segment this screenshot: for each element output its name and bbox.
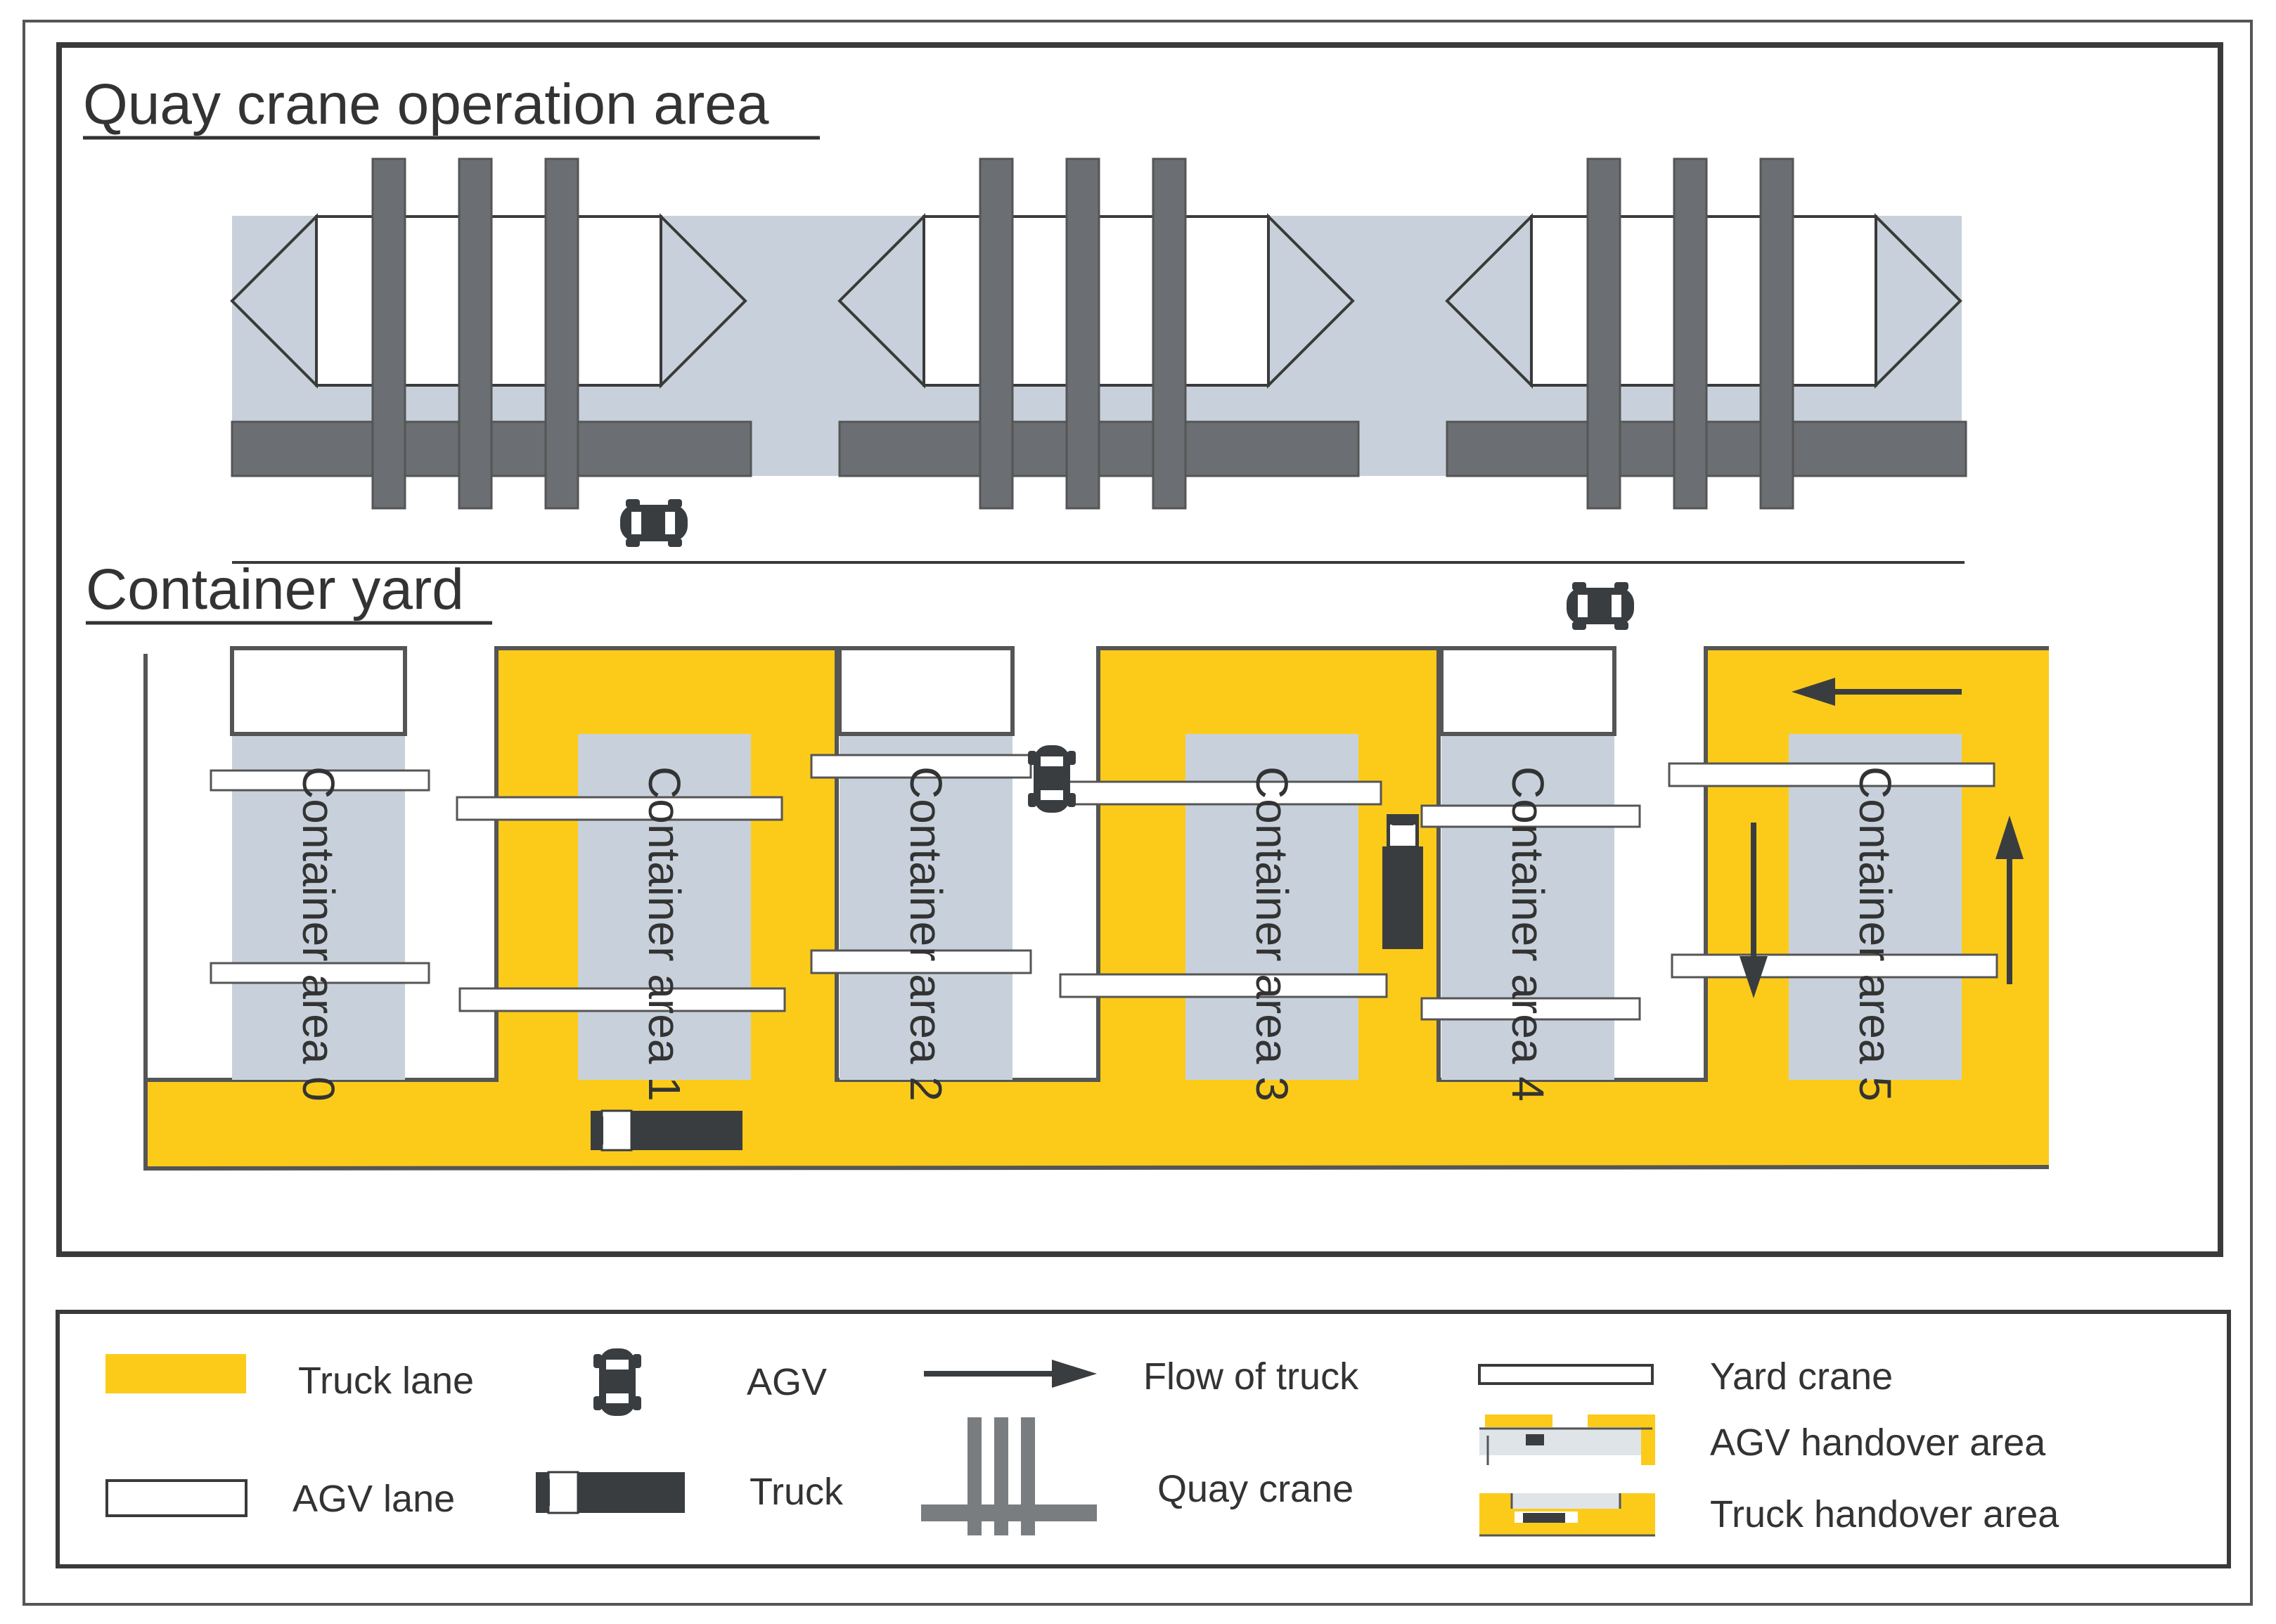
main-panel [56,42,2223,1257]
container-blocks [232,734,1962,1080]
legend-yard-crane-icon [1478,1364,1654,1385]
flow-arrows [1740,678,2024,998]
legend-agv-icon [593,1348,641,1416]
truck-lane-bottom [146,1080,2049,1167]
handover-areas [230,646,1616,736]
agv-handover-area-0 [230,646,407,736]
legend-truck-handover-label: Truck handover area [1710,1493,2059,1535]
yard-outline [143,654,2050,1171]
container-yard-title: Container yard [86,558,464,621]
container-block-2 [840,734,1012,1080]
legend-yard-crane-label: Yard crane [1710,1355,1893,1398]
container-area-3-label: Container area 3 [1247,766,1297,1102]
container-yard: Container area 0 Container area 1 Contai… [143,582,2050,1171]
legend-quay-crane-icon [921,1417,1097,1535]
legend-quay-crane-label: Quay crane [1157,1468,1354,1510]
legend: Truck lane AGV lane AGV Truck Flow of tr… [56,1310,2231,1568]
container-area-5-label: Container area 5 [1850,766,1901,1102]
agv-handover-area-4 [1439,646,1616,736]
yard-cranes [210,754,1998,1021]
container-area-4-label: Container area 4 [1503,766,1553,1102]
legend-agv-lane-swatch [105,1479,247,1517]
container-block-4 [1441,734,1614,1080]
legend-truck-lane-swatch [105,1354,246,1393]
legend-truck-label: Truck [750,1471,844,1513]
container-block-5 [1789,734,1962,1080]
legend-truck-lane-label: Truck lane [298,1360,474,1402]
agv-quay [620,499,688,547]
legend-truck-icon [536,1471,685,1514]
legend-agv-handover-label: AGV handover area [1710,1422,2046,1464]
container-block-1 [578,734,751,1080]
container-block-0 [232,734,405,1080]
container-area-2-label: Container area 2 [901,766,951,1102]
legend-flow-arrow [924,1360,1097,1388]
container-area-0-label: Container area 0 [293,766,344,1102]
agv-handover-area-2 [837,646,1015,736]
outer-border [22,20,2253,1606]
container-area-labels: Container area 0 Container area 1 Contai… [293,766,1901,1102]
legend-truck-handover-icon [1479,1493,1655,1537]
legend-agv-handover-icon [1479,1414,1655,1465]
legend-box [56,1310,2231,1568]
legend-flow-label: Flow of truck [1143,1355,1359,1398]
quay-crane-operation-area [231,157,1967,564]
agv-yard-top [1567,582,1634,630]
legend-agv-label: AGV [747,1361,827,1403]
container-area-1-label: Container area 1 [639,766,690,1102]
truck-vertical [1382,814,1423,949]
truck-horizontal [591,1109,742,1152]
agv-yard-lane [1028,745,1076,813]
quay-area-title: Quay crane operation area [83,72,769,136]
quay-cranes [371,157,1794,510]
legend-agv-lane-label: AGV lane [292,1478,455,1520]
